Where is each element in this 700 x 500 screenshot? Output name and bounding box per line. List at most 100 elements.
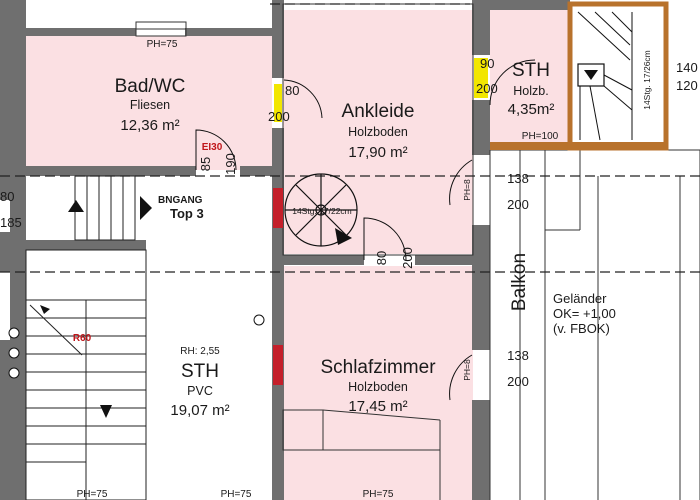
door-swings: [195, 59, 536, 401]
room-area-sth-top: 4,35m²: [508, 101, 555, 118]
wall: [0, 340, 26, 500]
stair-diagonal: [29, 304, 83, 356]
room-area-bad: 12,36 m²: [120, 117, 179, 134]
red-door-marker: [273, 188, 283, 228]
stair-down-arrow-icon: [100, 405, 112, 418]
stair-outline: [74, 175, 136, 241]
label-stair-right: 14Stg. 17/26cm: [642, 50, 652, 110]
entrance-top: Top 3: [170, 206, 204, 221]
spiral-step: [295, 209, 322, 236]
wall: [0, 0, 10, 190]
room-bad-fill: [26, 36, 272, 170]
socket-icon: [8, 367, 20, 379]
yellow-door-marker: [474, 58, 488, 98]
stair-arrow-icon: [68, 200, 84, 212]
dashed-lines: [0, 3, 700, 273]
landing: [490, 142, 666, 150]
stair-step: [594, 11, 631, 46]
entrance-arrow-icon: [140, 196, 152, 220]
stair-step: [603, 85, 633, 111]
red-door-marker: [273, 345, 283, 385]
gelaender-line2: OK= +1,00: [553, 306, 616, 321]
spiral-step: [320, 209, 347, 236]
dim-138-bottom: 138: [507, 348, 529, 363]
door-markers: [273, 58, 488, 385]
door-swing-bad: [195, 129, 237, 171]
left-stairs: [25, 249, 147, 500]
wall: [472, 100, 490, 155]
stair-outline: [25, 249, 147, 500]
room-rh-sth: RH: 2,55: [180, 346, 220, 357]
label-ph8-lower: PH=8: [462, 359, 472, 381]
room-name-schlafzimmer: Schlafzimmer: [320, 357, 436, 378]
door-swing-schlafzimmer: [363, 217, 407, 261]
room-area-ankleide: 17,90 m²: [348, 144, 407, 161]
wall: [0, 180, 10, 200]
socket-icon: [253, 314, 265, 326]
room-floor-sth: PVC: [187, 384, 213, 398]
door-swing-balkon1: [449, 159, 473, 206]
room-name-ankleide: Ankleide: [342, 101, 415, 122]
room-area-schlafzimmer: 17,45 m²: [348, 398, 407, 415]
dim-140: 140: [676, 60, 698, 75]
room-ankleide-fill: [283, 10, 473, 254]
yellow-door-marker: [274, 84, 282, 122]
wall: [472, 400, 490, 500]
dim-200-spiral: 200: [400, 247, 415, 269]
wall: [472, 0, 490, 55]
wall: [26, 240, 146, 250]
wall: [185, 28, 275, 36]
door-swing-ankleide: [283, 79, 323, 119]
stair-step: [603, 74, 633, 91]
wall: [272, 128, 284, 500]
room-fills: [26, 10, 570, 500]
dim-85: 85: [198, 157, 213, 171]
dim-120: 120: [676, 78, 698, 93]
wall: [415, 255, 475, 265]
dim-80-left: 80: [0, 189, 14, 204]
dim-138-top: 138: [507, 171, 529, 186]
label-ph-schlafzimmer: PH=75: [363, 489, 394, 500]
room-floor-schlafzimmer: Holzboden: [348, 380, 408, 394]
room-floor-ankleide: Holzboden: [348, 125, 408, 139]
gelaender-line3: (v. FBOK): [553, 321, 610, 336]
stair-arrow-icon: [40, 305, 50, 314]
wall: [0, 232, 26, 272]
dim-200-bottom: 200: [507, 374, 529, 389]
dim-190: 190: [223, 153, 238, 175]
bed-line: [322, 409, 441, 421]
stair-step: [589, 85, 601, 141]
wall: [26, 28, 136, 36]
dim-200-top: 200: [507, 197, 529, 212]
dim-80: 80: [285, 83, 299, 98]
room-name-balkon: Balkon: [509, 253, 530, 311]
label-ph100: PH=100: [522, 131, 559, 142]
socket-icon: [8, 327, 20, 339]
spiral-step: [320, 184, 347, 211]
room-sth-top-fill: [490, 10, 570, 144]
wall: [490, 0, 570, 10]
wall: [272, 0, 284, 78]
room-name-sth: STH: [181, 361, 219, 382]
right-staircase: [490, 1, 669, 151]
dim-90: 90: [480, 56, 494, 71]
room-name-bad: Bad/WC: [115, 76, 186, 97]
room-floor-bad: Fliesen: [130, 98, 170, 112]
spiral-staircase: [284, 173, 358, 247]
gelaender-line1: Geländer: [553, 291, 607, 306]
entrance-label: BNGANG: [158, 195, 203, 206]
door-swing-sth: [489, 59, 536, 106]
label-ph-bottom-left: PH=75: [77, 489, 108, 500]
dim-185: 185: [0, 215, 22, 230]
label-r60: R60: [73, 333, 92, 344]
wall: [26, 166, 196, 176]
room-area-sth: 19,07 m²: [170, 402, 229, 419]
spiral-arrow-icon: [335, 228, 352, 245]
wall: [472, 225, 490, 350]
spiral-step: [295, 184, 322, 211]
door-swing-balkon2: [449, 354, 473, 401]
wall: [240, 166, 275, 176]
dim-200-sth: 200: [476, 81, 498, 96]
socket-icon: [8, 347, 20, 359]
label-ph8: PH=8: [462, 179, 472, 201]
